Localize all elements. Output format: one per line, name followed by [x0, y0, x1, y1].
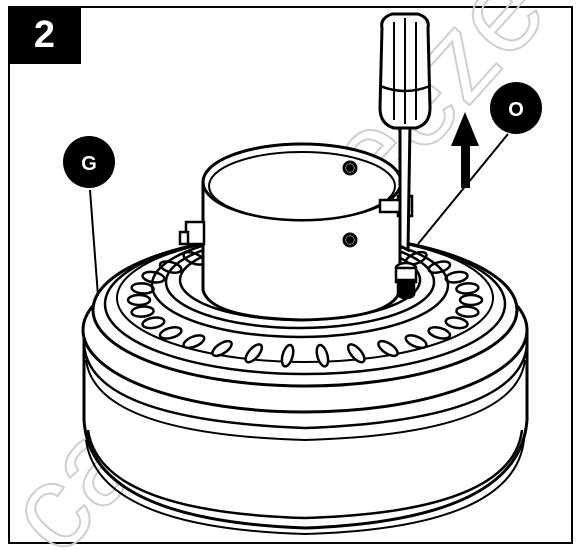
arrow-up-icon: [451, 112, 479, 188]
side-tab-left: [178, 220, 206, 246]
vent-slot: [427, 326, 452, 340]
vent-slot: [244, 343, 264, 364]
mounting-collar: [201, 142, 403, 322]
vent-slot: [126, 293, 152, 307]
callout-o-label: O: [508, 99, 524, 121]
vent-slot: [182, 334, 206, 350]
callout-o: O: [490, 82, 542, 134]
vent-slot: [211, 339, 233, 358]
vent-slot: [346, 343, 366, 364]
vent-slot: [141, 316, 166, 330]
vent-slot: [315, 343, 330, 368]
screwdriver: [378, 12, 432, 253]
callout-g-label: G: [81, 153, 97, 175]
vent-slot: [455, 282, 480, 295]
vent-slot: [404, 334, 428, 350]
vent-slot: [130, 305, 155, 318]
vent-slot: [377, 339, 399, 358]
vent-slot: [458, 293, 484, 307]
screw: [394, 261, 418, 300]
vent-slot: [280, 343, 295, 368]
vent-slot: [455, 305, 480, 318]
vent-slot: [444, 316, 469, 330]
vent-slot: [130, 282, 155, 295]
vent-slot: [158, 326, 183, 340]
leader-lines: [89, 133, 509, 297]
callout-g: G: [63, 136, 115, 188]
step-number-badge: 2: [8, 6, 81, 64]
